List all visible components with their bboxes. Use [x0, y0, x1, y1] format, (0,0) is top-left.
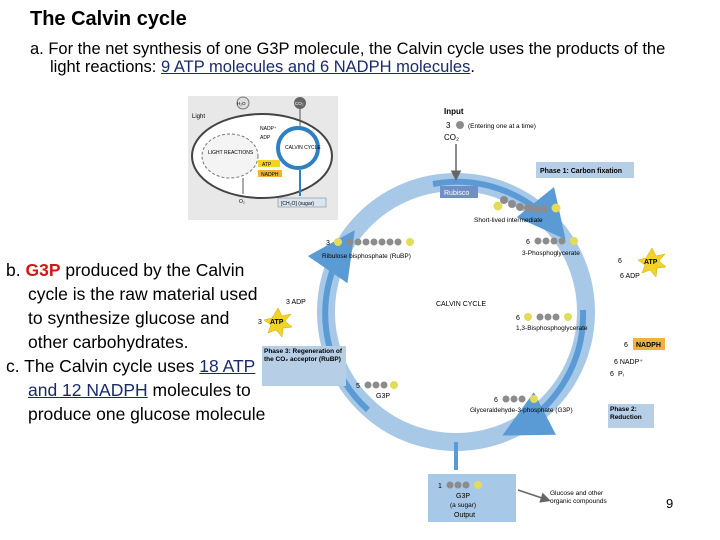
inset-nadp: NADP⁺ [260, 126, 277, 132]
phase1-box [536, 162, 634, 178]
phase2-label: Phase 2: Reduction [610, 406, 642, 421]
pga-molecule [534, 237, 578, 245]
adp-left-label: 3 ADP [286, 299, 306, 306]
paragraph-a: a. For the net synthesis of one G3P mole… [30, 40, 690, 76]
inset-light: Light [192, 114, 205, 120]
rubisco-box [440, 186, 478, 198]
atp-right-label: ATP [644, 259, 658, 266]
co2-carbon-icon [456, 121, 464, 129]
input-co2: CO₂ [444, 133, 459, 142]
g3p-left-label: G3P [376, 393, 390, 400]
atp-star-left [263, 307, 293, 338]
adp-out-label: 6 ADP [620, 273, 640, 280]
phase1-label: Phase 1: Carbon fixation [540, 168, 622, 175]
output-box [428, 474, 516, 522]
inset-atp: ATP [262, 162, 272, 168]
ring-arrow-phase1 [432, 178, 566, 240]
atp-star-right [637, 247, 667, 278]
co2-badge [294, 97, 306, 109]
short-lived-chain [493, 196, 561, 213]
phase3-label: Phase 3: Regeneration of the CO₂ accepto… [264, 348, 343, 363]
inset-nadph-box [258, 170, 282, 177]
para-b-highlight: G3P [25, 260, 61, 280]
para-c-text: c. The Calvin cycle uses [6, 356, 200, 376]
output-sugar: (a sugar) [450, 502, 476, 509]
phase2-box [608, 404, 654, 428]
nadph-count: 6 [624, 342, 628, 349]
g3p-mid-count: 6 [494, 397, 498, 404]
chloroplast-inset: H₂O CO₂ Light NADP⁺ ADP LIGHT REACTIONS … [188, 96, 338, 220]
output-g3p: G3P [456, 493, 470, 500]
phase3-box [262, 346, 346, 386]
output-count: 1 [438, 483, 442, 490]
calvin-center-label-1: CALVIN CYCLE [436, 301, 486, 308]
g3p-left-count: 5 [356, 383, 360, 390]
para-a-text: a. For the net synthesis of one G3P mole… [30, 40, 666, 76]
para-a-highlight: 9 ATP molecules and 6 NADPH molecules [160, 58, 471, 76]
rubp-molecule [334, 238, 414, 246]
short-lived-label: Short-lived intermediate [474, 217, 543, 224]
page-number: 9 [666, 496, 674, 511]
inset-nadph: NADPH [261, 172, 279, 178]
input-entering: (Entering one at a time) [468, 123, 536, 130]
output-g3p-molecule [446, 481, 482, 489]
calvin-cycle-ring [276, 126, 320, 170]
atp-left-count: 3 [258, 319, 262, 326]
para-c-highlight: 18 ATP and 12 NADPH [28, 356, 256, 400]
input-label: Input [444, 107, 464, 116]
rubp-label: Ribulose bisphosphate (RuBP) [322, 253, 411, 260]
inset-sugar: [CH₂O] (sugar) [281, 201, 314, 207]
ring-arrow-phase2 [502, 309, 587, 436]
pi-count: 6 [610, 371, 614, 378]
inset-atp-box [258, 160, 280, 167]
glucose-out-label: Glucose and other organic compounds [550, 490, 607, 505]
output-label: Output [454, 512, 475, 519]
ring-arrow-phase3 [307, 230, 371, 413]
bpg-molecule [524, 313, 572, 321]
para-a-suffix: . [470, 58, 475, 76]
slide-title: The Calvin cycle [30, 8, 187, 30]
h2o-badge [236, 96, 250, 110]
inset-calvin-cycle: CALVIN CYCLE [285, 145, 321, 151]
nadph-label: NADPH [636, 342, 661, 349]
pi-label: Pᵢ [618, 371, 624, 378]
bpg-count: 6 [516, 315, 520, 322]
g3p-mid-molecule [502, 395, 538, 403]
g3p-left-molecule [364, 381, 398, 389]
inset-sugar-box [277, 197, 327, 208]
para-c-suffix: molecules to produce one glucose molecul… [28, 380, 266, 424]
inset-o2: O₂ [239, 199, 245, 205]
inset-co2: CO₂ [295, 101, 304, 106]
glucose-arrow [517, 489, 551, 503]
para-b-text: b. [6, 260, 26, 280]
pga-count: 6 [526, 239, 530, 246]
g3p-mid-label: Glyceraldehyde-3-phosphate (G3P) [470, 407, 573, 414]
paragraph-c: c. The Calvin cycle uses 18 ATP and 12 N… [6, 354, 268, 426]
calvin-cycle-diagram: Input 3 CO₂ (Entering one at a time) Pha… [258, 107, 667, 522]
paragraph-b-c: b. G3P produced by the Calvin cycle is t… [6, 258, 268, 426]
rubp-count: 3 [326, 240, 330, 247]
bpg-label: 1,3-Bisphosphoglycerate [516, 325, 588, 332]
inset-adp: ADP [260, 135, 271, 141]
rubisco-label: Rubisco [444, 190, 469, 197]
pga-label: 3-Phosphoglycerate [522, 250, 580, 257]
inset-h2o: H₂O [237, 101, 246, 106]
nadp-out-label: 6 NADP⁺ [614, 359, 643, 366]
inset-light-reactions: LIGHT REACTIONS [208, 150, 254, 156]
light-reactions-zone [201, 133, 259, 179]
paragraph-b: b. G3P produced by the Calvin cycle is t… [6, 258, 268, 354]
atp-in-count: 6 [618, 258, 622, 265]
input-count: 3 [446, 121, 451, 130]
nadph-box [633, 338, 665, 350]
atp-left-label: ATP [270, 319, 284, 326]
para-b-suffix: produced by the Calvin cycle is the raw … [28, 260, 258, 352]
